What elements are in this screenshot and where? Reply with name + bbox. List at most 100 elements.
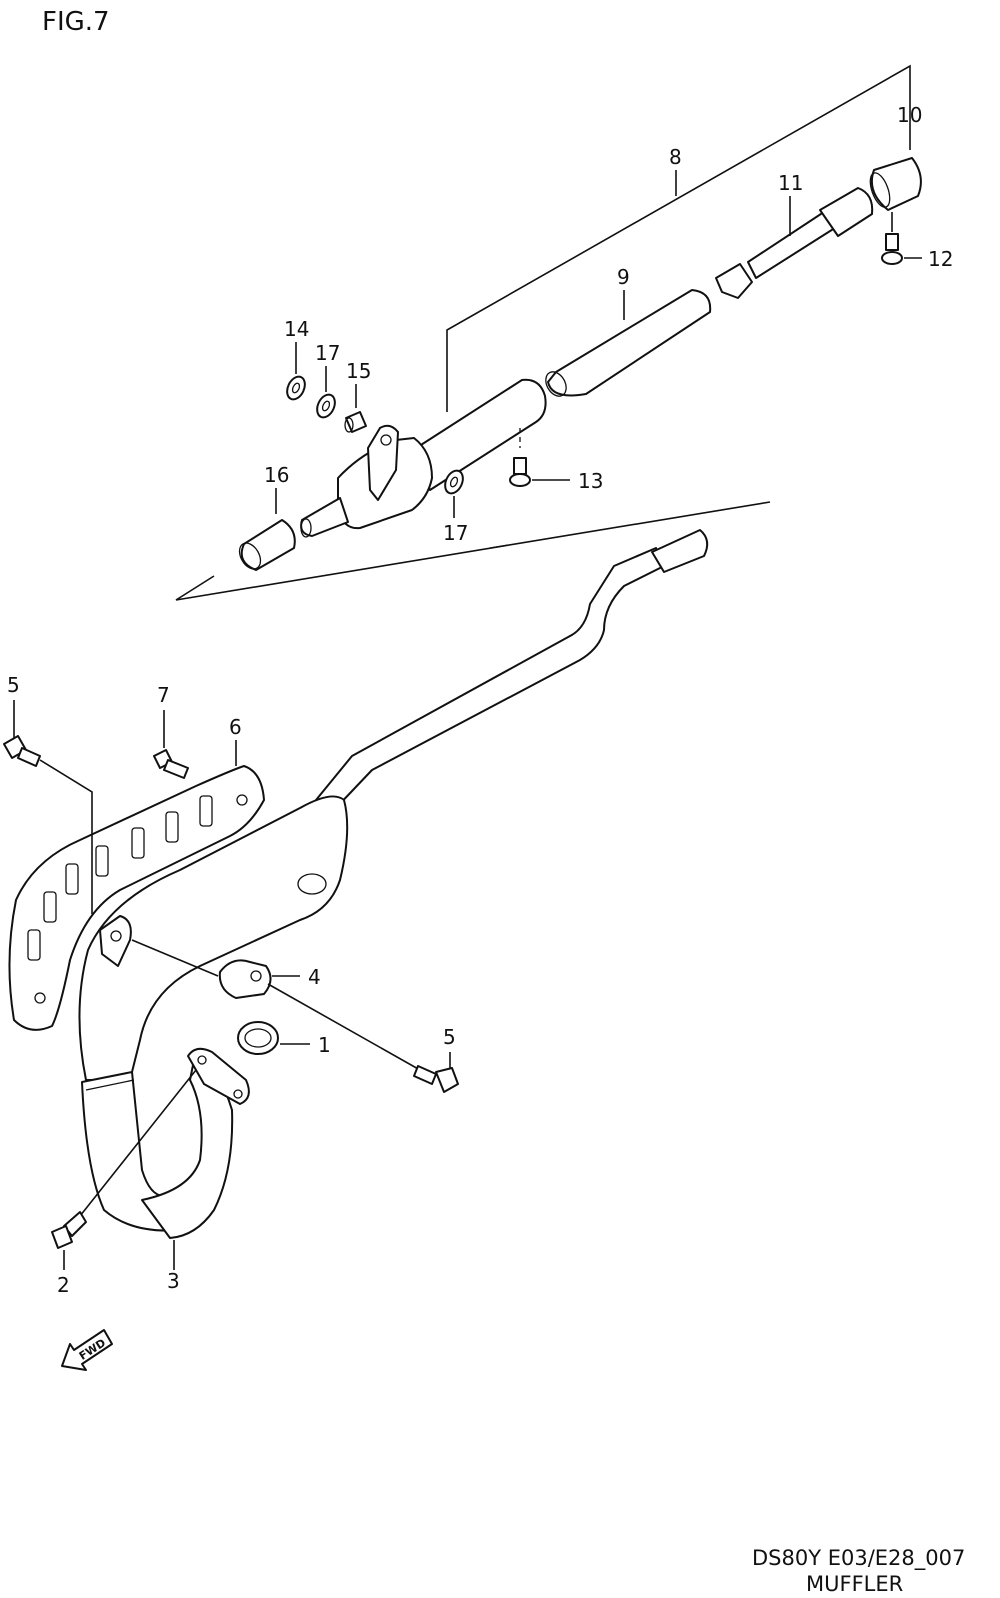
washer-17-lower <box>444 469 464 518</box>
mount-rubber-4 <box>131 939 300 999</box>
baffle-opening <box>545 371 567 397</box>
diagram-title: MUFFLER <box>806 1572 903 1596</box>
callout-3: 3 <box>167 1269 180 1293</box>
mount-axis-a <box>131 939 219 977</box>
callout-4: 4 <box>308 965 321 989</box>
callout-9: 9 <box>617 265 630 289</box>
bolt-2-axis <box>79 1069 197 1217</box>
vent-slot-1 <box>27 929 41 961</box>
callout-bracket-8 <box>446 64 911 412</box>
callout-17-upper: 17 <box>315 341 340 365</box>
flange-hole-a <box>197 1055 207 1065</box>
bolt-5a-path <box>39 759 93 914</box>
vent-slot-2 <box>43 891 57 923</box>
end-cap <box>869 157 922 211</box>
grommet-16-body <box>240 519 296 571</box>
screw-12 <box>881 212 922 265</box>
flange-hole-b <box>233 1089 243 1099</box>
collar-15 <box>344 384 367 433</box>
mount-rubber-body <box>218 959 272 999</box>
callout-14: 14 <box>284 317 309 341</box>
mount-hole <box>380 434 392 446</box>
chamber-dent <box>297 873 327 895</box>
tail-pipe-end <box>651 529 709 573</box>
spark-arrester <box>715 187 874 299</box>
bolt-5-upper <box>3 700 93 914</box>
vent-slot-7 <box>199 795 213 827</box>
callout-8: 8 <box>669 145 682 169</box>
tail-pipe <box>315 547 665 811</box>
callout-6: 6 <box>229 715 242 739</box>
fwd-arrow: FWD <box>61 1329 113 1371</box>
washer-14-body <box>286 375 306 401</box>
heat-shield <box>8 740 265 1031</box>
shield-hole-b <box>34 992 46 1004</box>
callout-1: 1 <box>318 1033 331 1057</box>
mount-rubber-hole <box>250 970 262 982</box>
bolt-2 <box>51 1069 197 1270</box>
screw-13-head <box>509 473 531 487</box>
baffle-tube <box>545 289 712 397</box>
chamber-body <box>78 795 349 1081</box>
collar-15-end <box>344 417 354 433</box>
gasket-1-body <box>237 1021 279 1055</box>
bolt-5a-shank <box>17 747 41 767</box>
diagram-code: DS80Y E03/E28_007 <box>752 1546 965 1571</box>
arrester-cap <box>819 187 874 237</box>
baffle-body <box>547 289 712 397</box>
washer-17-upper <box>316 366 336 419</box>
bolt-5b-head <box>435 1067 459 1093</box>
header-flange <box>187 1047 250 1105</box>
callout-11: 11 <box>778 171 803 195</box>
silencer-assembly <box>300 64 911 538</box>
bolt-2-head <box>51 1225 73 1249</box>
callout-5-lower: 5 <box>443 1025 456 1049</box>
washer-17b-hole <box>449 476 459 488</box>
screw-12-shank <box>885 233 899 251</box>
figure-label: FIG.7 <box>42 7 110 37</box>
collar-15-body <box>345 411 367 433</box>
callout-17-lower: 17 <box>443 521 468 545</box>
screw-13 <box>509 428 570 487</box>
explode-guide <box>175 501 771 601</box>
grommet-16-end <box>238 542 262 570</box>
vent-slot-6 <box>165 811 179 843</box>
bolt-7-shank <box>163 759 189 779</box>
bolt-5b-shank <box>413 1065 437 1085</box>
silencer-mount-tab <box>367 424 399 501</box>
bolt-5-lower <box>267 983 459 1093</box>
screw-12-head <box>881 251 903 265</box>
gasket-1-hole <box>244 1028 272 1048</box>
callout-7: 7 <box>157 683 170 707</box>
arrester-rod <box>747 207 839 279</box>
inlet-opening <box>300 518 312 538</box>
end-cap-body <box>870 157 922 211</box>
gasket-1 <box>237 1021 310 1055</box>
callout-2: 2 <box>57 1273 70 1297</box>
arrester-tip <box>715 263 753 299</box>
end-cap-rim <box>869 172 891 208</box>
callout-12: 12 <box>928 247 953 271</box>
bolt-7 <box>153 710 189 779</box>
seam-line <box>85 1079 135 1091</box>
callout-16: 16 <box>264 463 289 487</box>
vent-slot-5 <box>131 827 145 859</box>
washer-17a-body <box>316 393 336 419</box>
washer-17b-body <box>444 469 464 495</box>
vent-slot-4 <box>95 845 109 877</box>
bolt-5b-axis <box>267 983 421 1071</box>
washer-17a-hole <box>321 400 331 412</box>
bracket-hole <box>110 930 122 942</box>
callout-13: 13 <box>578 469 603 493</box>
callout-10: 10 <box>897 103 922 127</box>
washer-14 <box>286 342 306 401</box>
grommet-16 <box>238 488 296 571</box>
heat-shield-body <box>8 765 265 1031</box>
callout-5-upper: 5 <box>7 673 20 697</box>
shield-hole-a <box>236 794 248 806</box>
vent-slot-3 <box>65 863 79 895</box>
guide-dash <box>489 544 509 549</box>
silencer-tube <box>409 378 547 491</box>
silencer-inlet <box>300 497 349 537</box>
